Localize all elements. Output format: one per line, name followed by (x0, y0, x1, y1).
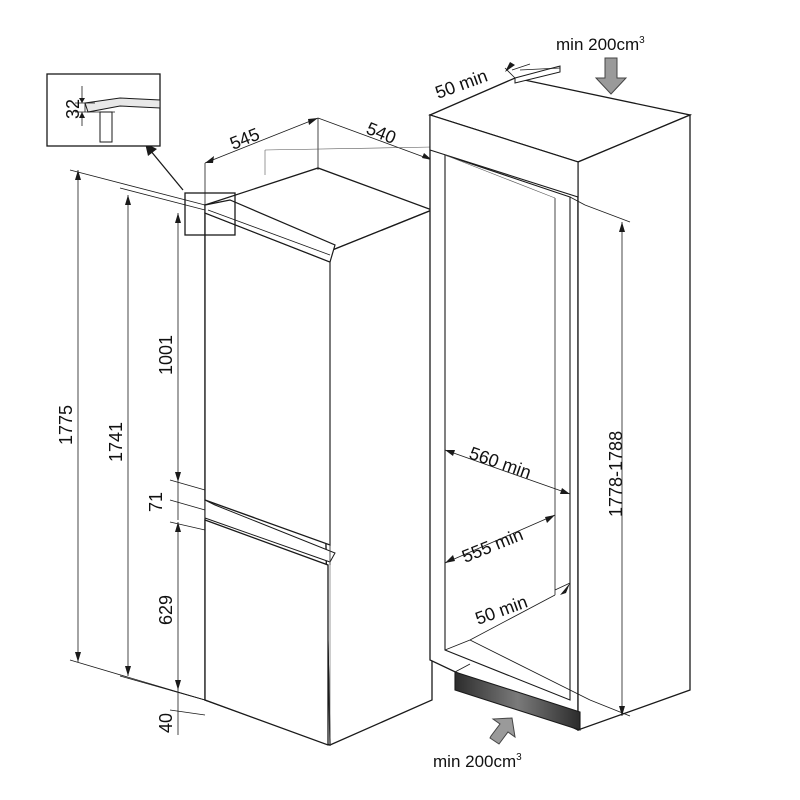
appliance-side (319, 209, 433, 746)
niche-opening (444, 154, 571, 701)
top-hinge-strip (204, 199, 336, 263)
detail-leader-line (149, 149, 184, 191)
bottom-vent-label: min 200cm3 (433, 752, 522, 771)
detail-inset: 32 (46, 73, 161, 147)
detail-marker-box (184, 192, 236, 236)
niche-side-panel (577, 114, 691, 731)
dim-line-niche-width (444, 449, 571, 495)
bottom-airflow-arrow-icon (489, 717, 516, 745)
dim-line-niche-depth (444, 514, 556, 564)
dim-line-545 (204, 117, 319, 164)
dim-1741: 1741 (106, 422, 126, 462)
dim-niche-height: 1778-1788 (606, 431, 626, 517)
dim-540: 540 (364, 118, 399, 148)
dim-545: 545 (227, 124, 262, 154)
top-airflow-arrow-icon (594, 57, 628, 95)
bottom-vent-grille (454, 671, 581, 731)
dim-detail-32: 32 (63, 99, 83, 119)
dim-71: 71 (146, 492, 166, 512)
appliance-drawing: 32 545 540 1775 1741 (46, 73, 434, 746)
lower-door (204, 519, 329, 746)
dim-1001: 1001 (156, 335, 176, 375)
niche-drawing: min 200cm3 min 200cm3 50 min 1778-1788 5… (428, 35, 693, 771)
top-vent-label: min 200cm3 (556, 35, 645, 54)
dim-40: 40 (156, 713, 176, 733)
upper-door (204, 212, 331, 546)
dim-629: 629 (156, 595, 176, 625)
dim-1775: 1775 (56, 405, 76, 445)
middle-gap-strip (204, 499, 336, 563)
dim-line-540 (317, 117, 433, 161)
